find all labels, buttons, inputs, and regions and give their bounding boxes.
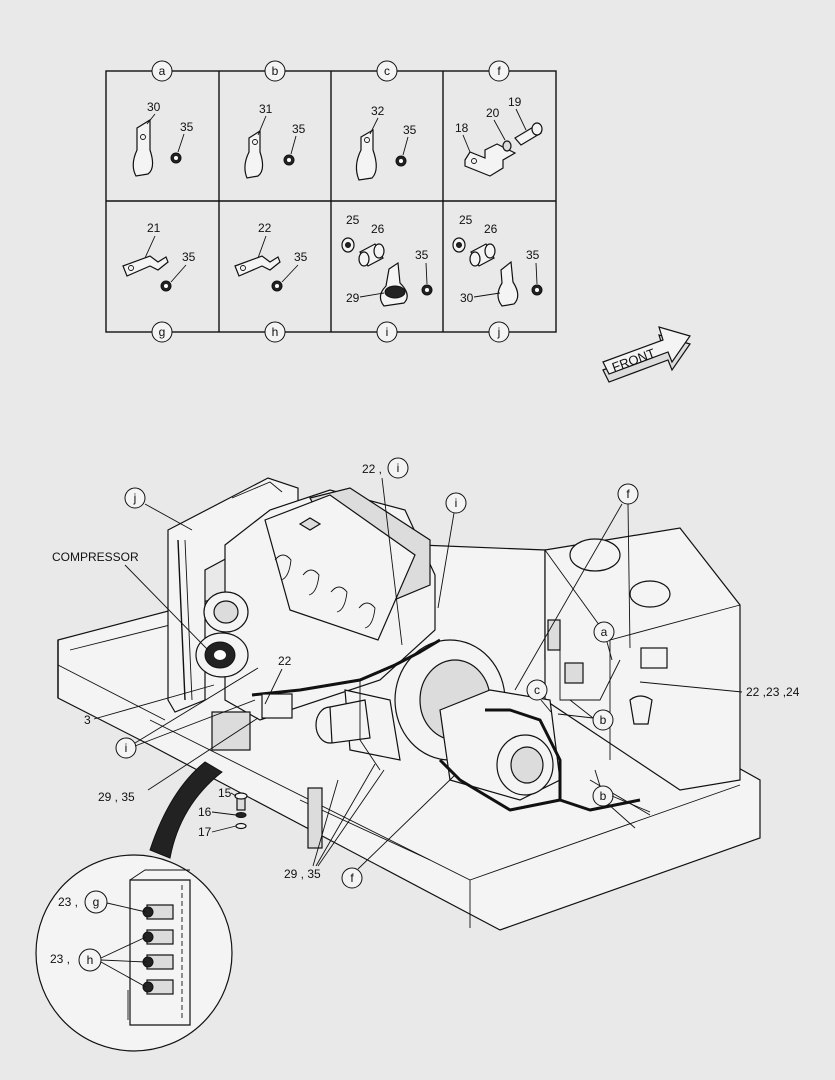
svg-text:b: b bbox=[600, 789, 607, 803]
svg-text:h: h bbox=[272, 325, 279, 339]
svg-text:35: 35 bbox=[415, 248, 429, 262]
svg-text:35: 35 bbox=[180, 120, 194, 134]
svg-text:22 ,: 22 , bbox=[362, 462, 382, 476]
cell-h-parts: 22 35 bbox=[234, 221, 308, 292]
svg-text:35: 35 bbox=[526, 248, 540, 262]
table-footer-j: j bbox=[488, 321, 510, 343]
svg-text:31: 31 bbox=[259, 102, 273, 116]
svg-text:h: h bbox=[87, 953, 94, 967]
svg-text:15: 15 bbox=[218, 786, 232, 800]
svg-text:35: 35 bbox=[294, 250, 308, 264]
svg-text:22: 22 bbox=[258, 221, 272, 235]
svg-text:23 ,: 23 , bbox=[58, 895, 78, 909]
svg-text:29 , 35: 29 , 35 bbox=[98, 790, 135, 804]
svg-text:b: b bbox=[600, 713, 607, 727]
cell-a-parts: 30 35 bbox=[132, 100, 194, 177]
svg-text:18: 18 bbox=[455, 121, 469, 135]
svg-text:17: 17 bbox=[198, 825, 212, 839]
svg-text:32: 32 bbox=[371, 104, 385, 118]
svg-text:25: 25 bbox=[459, 213, 473, 227]
svg-text:j: j bbox=[133, 491, 137, 505]
svg-text:b: b bbox=[272, 64, 279, 78]
table-header-a: a bbox=[151, 60, 173, 82]
cell-c-parts: 32 35 bbox=[355, 104, 417, 181]
parts-table: a b c f g h i j 30 35 31 35 bbox=[105, 60, 557, 343]
svg-text:3: 3 bbox=[84, 713, 91, 727]
svg-text:f: f bbox=[626, 487, 630, 501]
svg-text:25: 25 bbox=[346, 213, 360, 227]
svg-text:30: 30 bbox=[147, 100, 161, 114]
svg-text:26: 26 bbox=[371, 222, 385, 236]
svg-text:g: g bbox=[159, 325, 166, 339]
cell-b-parts: 31 35 bbox=[244, 102, 306, 179]
svg-text:i: i bbox=[397, 461, 400, 475]
table-header-c: c bbox=[376, 60, 398, 82]
svg-text:i: i bbox=[386, 325, 389, 339]
cell-g-parts: 21 35 bbox=[122, 221, 196, 292]
svg-text:23 ,: 23 , bbox=[50, 952, 70, 966]
table-footer-h: h bbox=[264, 321, 286, 343]
table-header-b: b bbox=[264, 60, 286, 82]
svg-text:22: 22 bbox=[278, 654, 292, 668]
svg-text:26: 26 bbox=[484, 222, 498, 236]
cell-j-parts: 25 26 35 30 bbox=[452, 213, 543, 307]
svg-text:35: 35 bbox=[403, 123, 417, 137]
svg-text:g: g bbox=[93, 895, 100, 909]
callouts: COMPRESSOR j 22 , i i f a c b b 22 ,23 ,… bbox=[50, 457, 800, 988]
svg-text:j: j bbox=[497, 325, 501, 339]
svg-text:a: a bbox=[601, 625, 608, 639]
front-arrow: FRONT bbox=[602, 326, 691, 383]
callout-compressor: COMPRESSOR bbox=[52, 550, 139, 564]
svg-text:a: a bbox=[159, 64, 166, 78]
cell-i-parts: 25 26 35 29 bbox=[341, 213, 433, 307]
svg-text:f: f bbox=[350, 871, 354, 885]
svg-text:i: i bbox=[455, 496, 458, 510]
svg-text:21: 21 bbox=[147, 221, 161, 235]
table-footer-g: g bbox=[151, 321, 173, 343]
svg-text:35: 35 bbox=[182, 250, 196, 264]
svg-text:22 ,23 ,24: 22 ,23 ,24 bbox=[746, 685, 800, 699]
svg-text:c: c bbox=[534, 683, 540, 697]
main-assembly bbox=[57, 477, 761, 931]
cell-f-parts: 18 20 19 bbox=[455, 95, 543, 177]
svg-text:29 , 35: 29 , 35 bbox=[284, 867, 321, 881]
table-header-f: f bbox=[488, 60, 510, 82]
svg-text:35: 35 bbox=[292, 122, 306, 136]
table-footer-i: i bbox=[376, 321, 398, 343]
svg-text:19: 19 bbox=[508, 95, 522, 109]
svg-text:20: 20 bbox=[486, 106, 500, 120]
svg-text:i: i bbox=[125, 741, 128, 755]
svg-text:f: f bbox=[497, 64, 501, 78]
svg-text:30: 30 bbox=[460, 291, 474, 305]
svg-text:29: 29 bbox=[346, 291, 360, 305]
svg-text:c: c bbox=[384, 64, 390, 78]
svg-text:16: 16 bbox=[198, 805, 212, 819]
bolt-15-16-17 bbox=[234, 792, 248, 830]
